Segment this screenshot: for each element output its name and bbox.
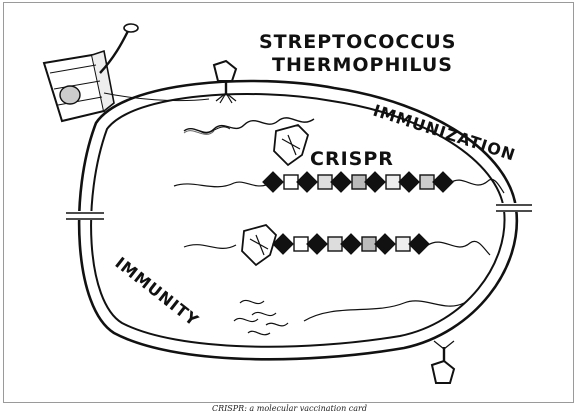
title-line-1: STREPTOCOCCUS [259, 31, 456, 53]
shield-icon-lower [241, 223, 278, 267]
immunity-label: IMMUNITY [112, 253, 203, 330]
viral-dna-strand-top [183, 117, 315, 134]
crispr-label: CRISPR [310, 148, 394, 170]
bacteriophage-icon-bottom [430, 340, 456, 384]
crispr-array-upper [173, 171, 505, 194]
shield-icon [273, 123, 310, 167]
fragmented-dna [233, 299, 465, 336]
crispr-illustration: STREPTOCOCCUS THERMOPHILUS [42, 23, 534, 384]
illustration-frame: STREPTOCOCCUS THERMOPHILUS [3, 2, 574, 403]
phage-basket-icon [42, 23, 210, 123]
bacteriophage-icon [212, 59, 238, 104]
figure-caption: CRISPR: a molecular vaccination card [212, 404, 367, 413]
title-line-2: THERMOPHILUS [272, 54, 453, 76]
crispr-array-lower [183, 223, 491, 267]
cell-membrane-outer [77, 79, 519, 361]
cell-membrane-inner [90, 93, 506, 348]
